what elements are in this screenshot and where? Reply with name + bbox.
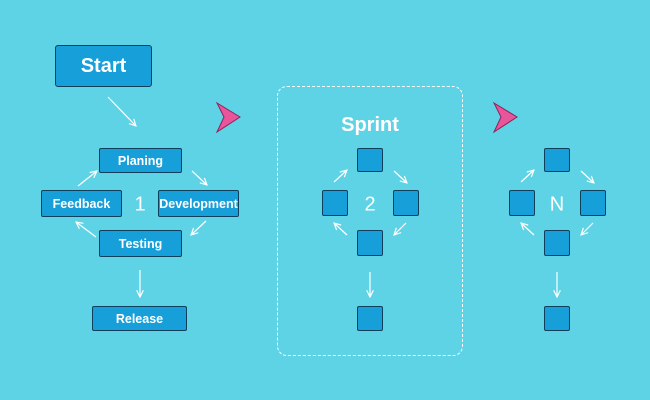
- cycle-n-node-top: [544, 148, 570, 172]
- arrow-n-left-top: [520, 170, 534, 183]
- feedback-node: Feedback: [41, 190, 122, 217]
- arrow-n-bottom-left: [521, 223, 535, 236]
- sprint-container: [277, 86, 463, 356]
- arrow-n-right-bottom: [581, 222, 594, 235]
- sprint-title: Sprint: [341, 114, 399, 136]
- sprint-node-left: [322, 190, 348, 216]
- cycle-number: 2: [364, 193, 376, 216]
- cycle-number: 1: [134, 193, 146, 216]
- cycle-number: N: [549, 193, 565, 216]
- cycle-n-node-release: [544, 306, 570, 331]
- arrow-s2-right-bottom: [394, 222, 407, 235]
- chevron-right-icon: [492, 101, 518, 134]
- arrow-n-top-right: [580, 170, 594, 183]
- cycle-n-node-bottom: [544, 230, 570, 256]
- sprint-node-release: [357, 306, 383, 331]
- development-node: Development: [158, 190, 239, 217]
- sprint-node-bottom: [357, 230, 383, 256]
- start-node: Start: [55, 45, 152, 87]
- arrow-development-testing: [191, 220, 207, 235]
- chevron-right-icon: [215, 101, 241, 134]
- planing-node: Planing: [99, 148, 182, 173]
- sprint-node-right: [393, 190, 419, 216]
- cycle-n-node-left: [509, 190, 535, 216]
- release-node: Release: [92, 306, 187, 331]
- start-arrow: [107, 96, 136, 126]
- arrow-testing-feedback: [76, 222, 97, 238]
- arrow-planing-development: [191, 170, 207, 185]
- arrow-s2-bottom-left: [334, 223, 348, 236]
- arrow-s2-left-top: [333, 170, 347, 183]
- arrow-s2-top-right: [393, 170, 407, 183]
- sprint-node-top: [357, 148, 383, 172]
- testing-node: Testing: [99, 230, 182, 257]
- arrow-feedback-planing: [77, 171, 97, 187]
- cycle-n-node-right: [580, 190, 606, 216]
